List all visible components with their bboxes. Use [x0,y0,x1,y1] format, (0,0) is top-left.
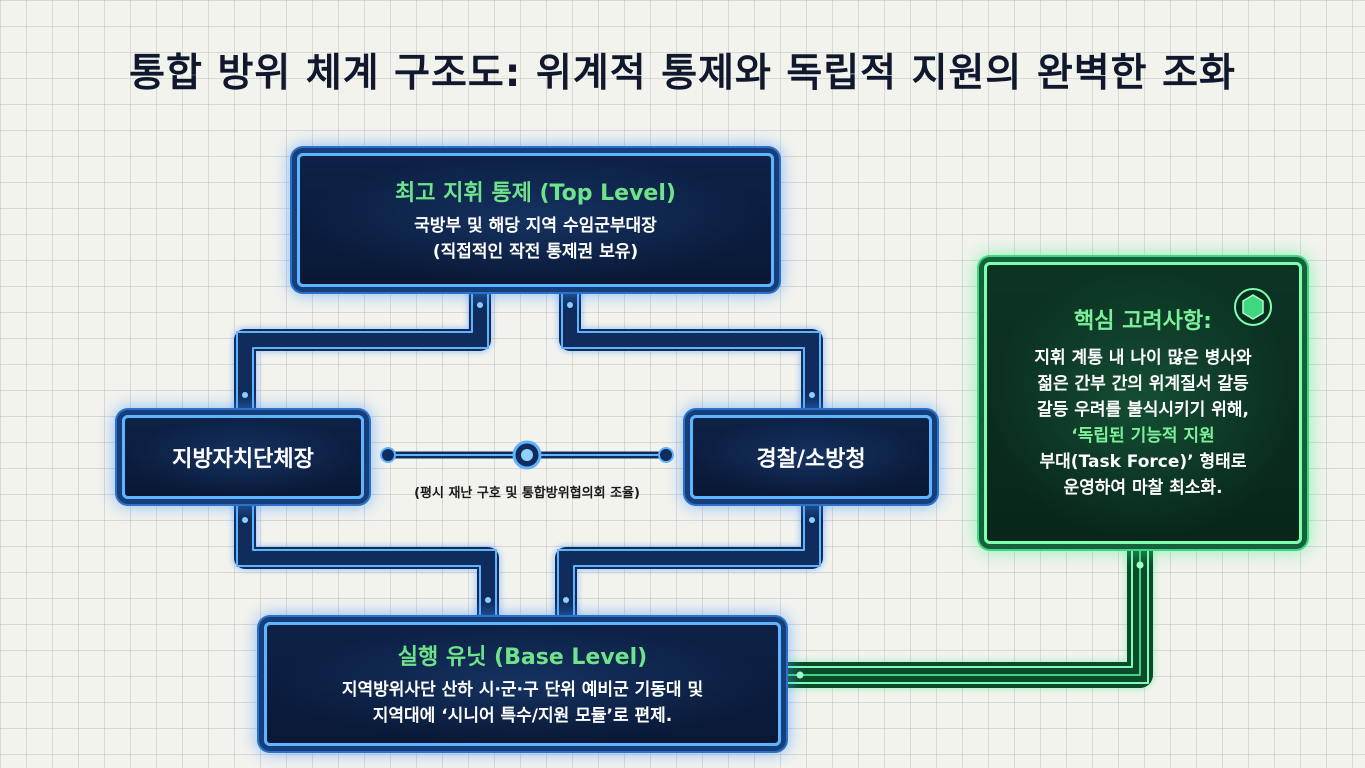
key-consideration-line-5: 부대(Task Force)’ 형태로 [1039,452,1247,472]
top-level-line-2: (직접적인 작전 통제권 보유) [432,242,639,262]
connector-bottom-right [555,500,823,620]
local-government-box: 지방자치단체장 [122,415,364,499]
key-consideration-heading: 핵심 고려사항: [1074,309,1212,334]
connector-top-right [559,290,823,420]
hexagon-icon [1234,288,1272,326]
top-level-box: 최고 지휘 통제 (Top Level) 국방부 및 해당 지역 수임군부대장 … [297,153,774,287]
police-fire-label: 경찰/소방청 [756,447,866,472]
connector-top-left [234,290,491,420]
local-government-label: 지방자치단체장 [172,447,314,472]
key-consideration-line-1: 지휘 계통 내 나이 많은 병사와 [1034,348,1252,368]
top-level-line-1: 국방부 및 해당 지역 수임군부대장 [414,216,657,236]
connector-bottom-left [234,500,499,620]
middle-caption: (평시 재난 구호 및 통합방위협의회 조율) [414,486,640,501]
base-level-heading: 실행 유닛 (Base Level) [397,645,648,670]
top-level-heading: 최고 지휘 통제 (Top Level) [395,181,676,206]
key-consideration-line-3: 갈등 우려를 불식시키기 위해, [1037,400,1249,420]
base-level-box: 실행 유닛 (Base Level) 지역방위사단 산하 시·군·구 단위 예비… [264,622,781,746]
police-fire-box: 경찰/소방청 [690,415,932,499]
base-level-line-1: 지역방위사단 산하 시·군·구 단위 예비군 기동대 및 [341,680,704,700]
key-consideration-box: 핵심 고려사항: 지휘 계통 내 나이 많은 병사와 젊은 간부 간의 위계질서… [984,262,1302,544]
key-consideration-line-2: 젊은 간부 간의 위계질서 갈등 [1037,374,1249,394]
base-level-line-2: 지역대에 ‘시니어 특수/지원 모듈’로 편제. [372,706,673,726]
middle-link [380,440,674,470]
connector-side-to-base [785,545,1155,690]
key-consideration-line-4: ‘독립된 기능적 지원 [1071,426,1215,446]
key-consideration-line-6: 운영하여 마찰 최소화. [1063,478,1223,498]
page-title: 통합 방위 체계 구조도: 위계적 통제와 독립적 지원의 완벽한 조화 [129,51,1236,96]
